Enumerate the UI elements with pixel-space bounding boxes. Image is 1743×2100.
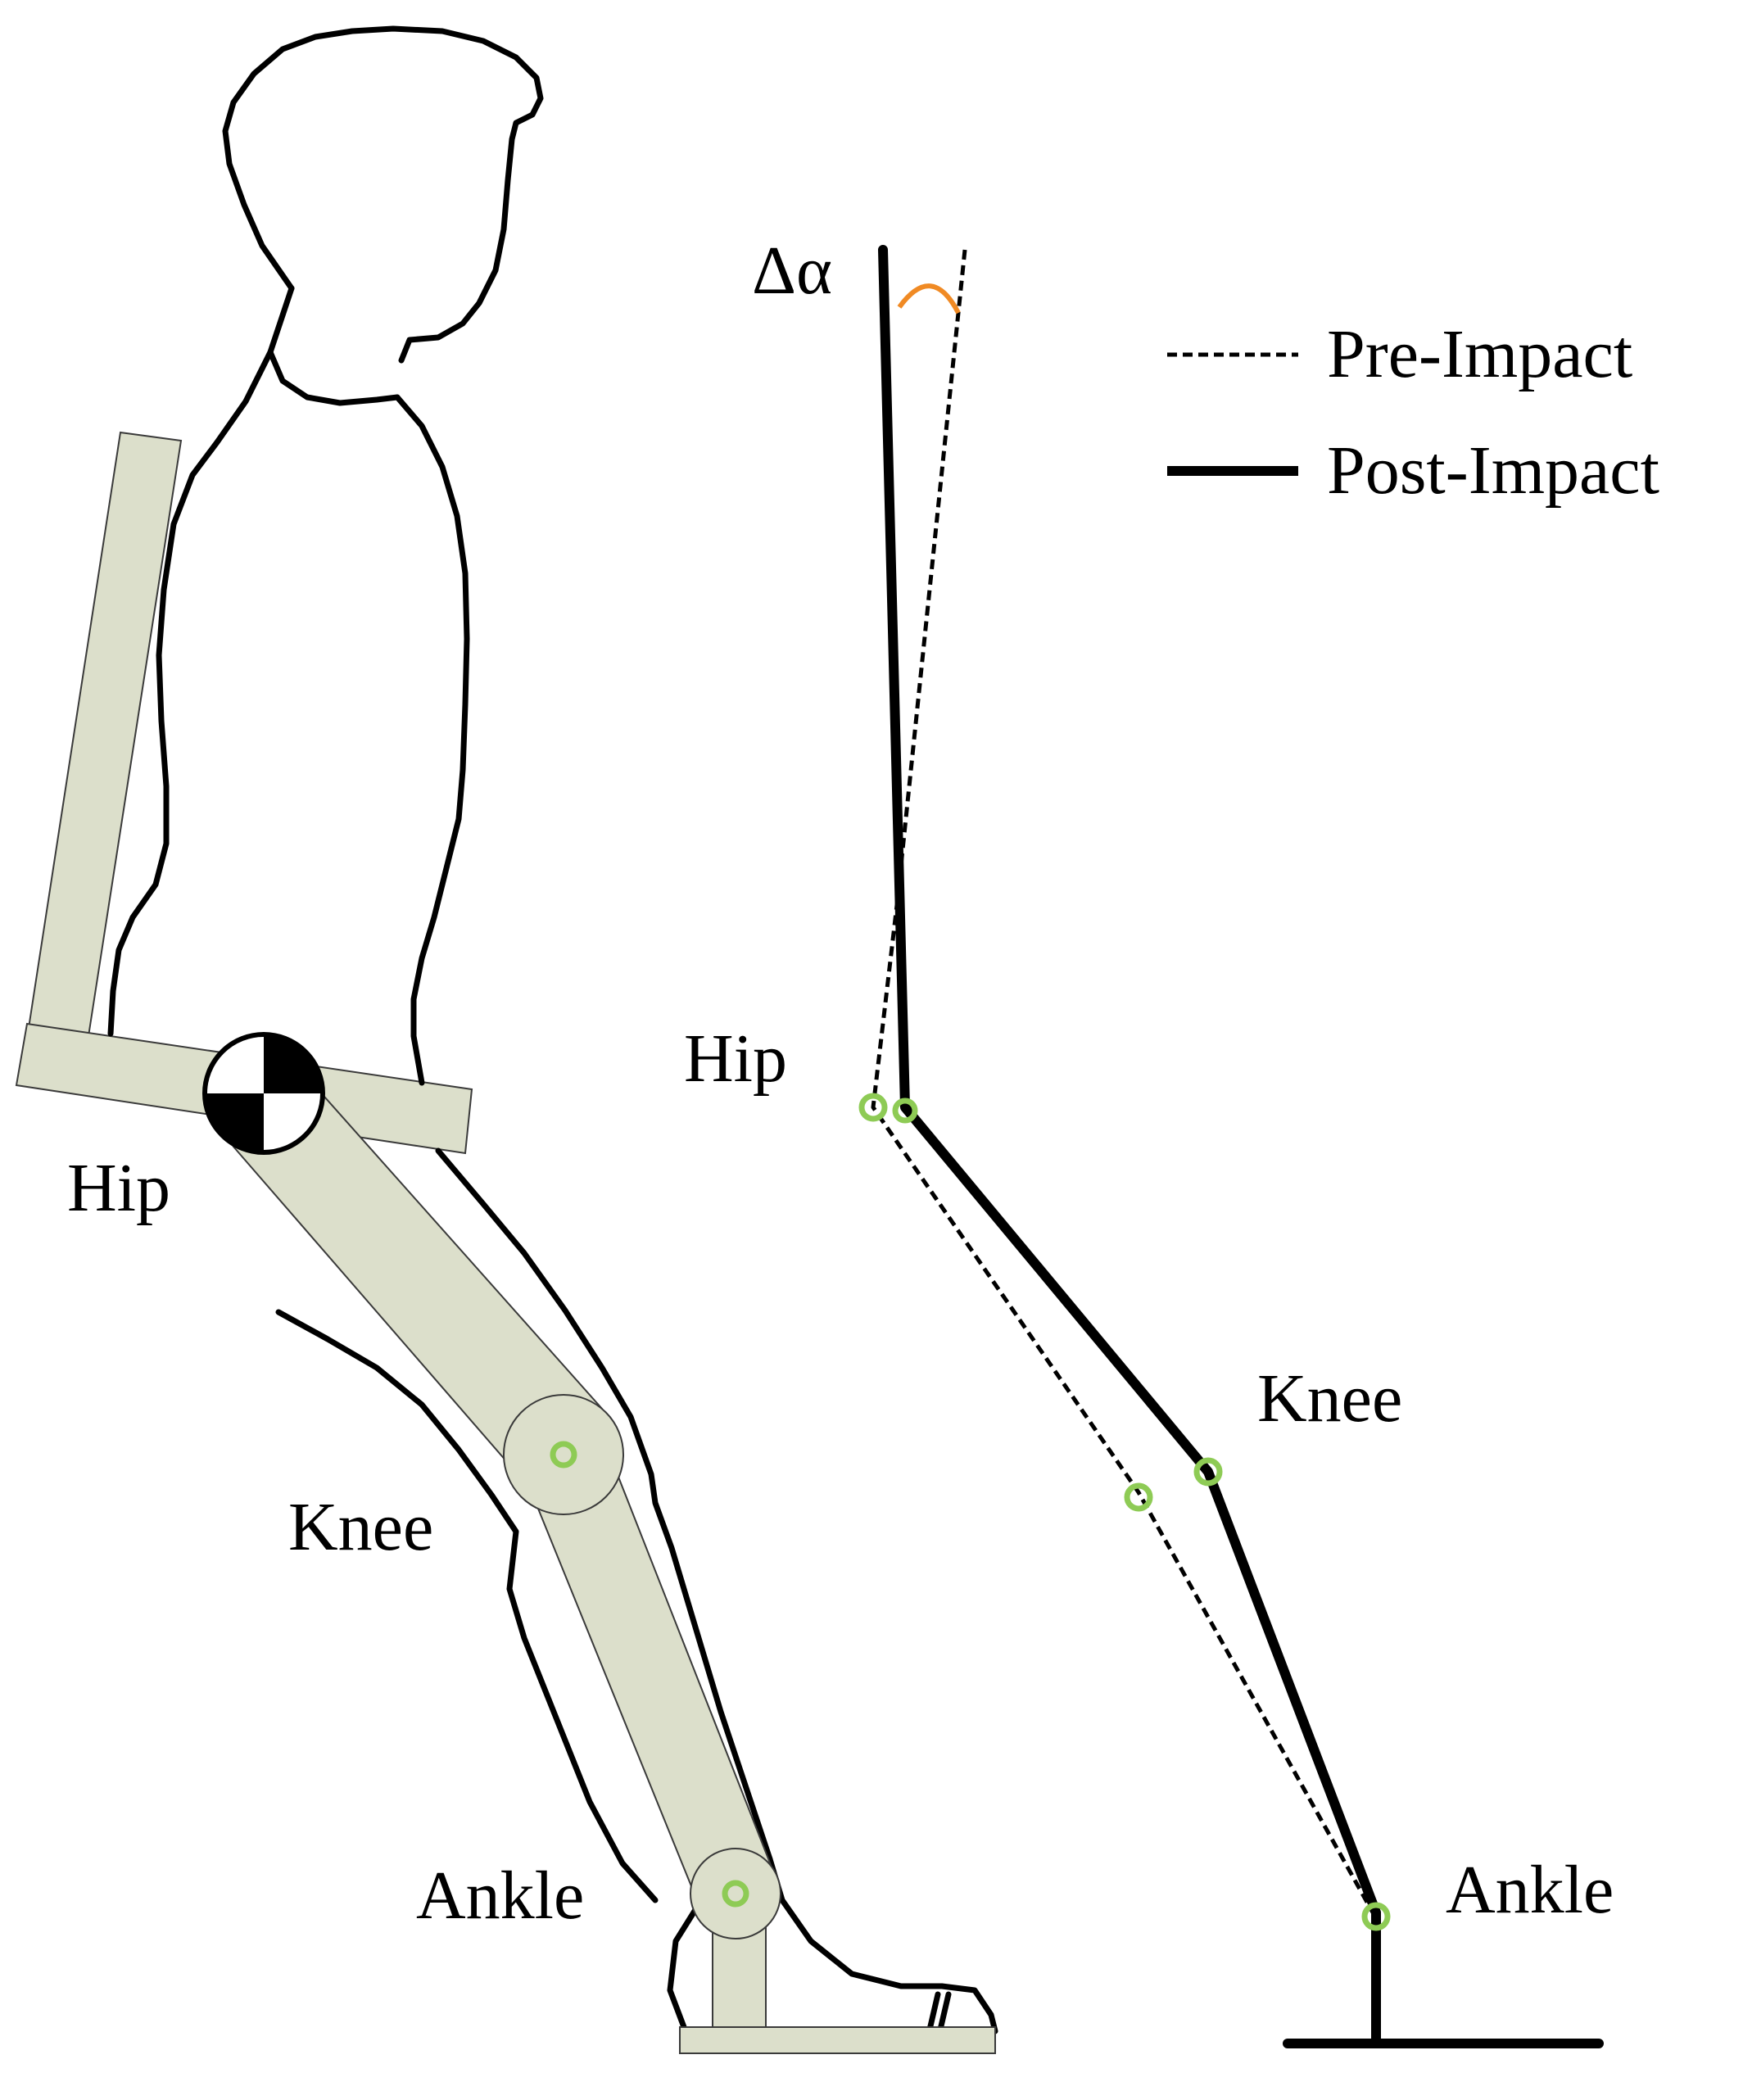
pre-hip-marker bbox=[858, 1093, 888, 1122]
body-outline bbox=[107, 285, 295, 1037]
right-ankle-label: Ankle bbox=[1446, 1852, 1614, 1928]
knee-disc bbox=[503, 1394, 624, 1515]
post-hip-marker bbox=[892, 1098, 918, 1124]
heel-outline bbox=[667, 1905, 699, 2030]
legend: Pre-Impact Post-Impact bbox=[1167, 316, 1659, 509]
left-figure: Hip Knee Ankle bbox=[15, 25, 998, 2054]
pre-knee-marker bbox=[1124, 1482, 1153, 1512]
right-figure: Δα Hip Knee Ankle bbox=[684, 233, 1614, 2048]
post-impact-segments bbox=[878, 245, 1381, 1917]
head-outline bbox=[222, 25, 544, 364]
delta-alpha-arc bbox=[897, 283, 961, 315]
right-hip-label: Hip bbox=[684, 1021, 787, 1097]
foot-plate bbox=[679, 2026, 996, 2054]
toe-strap-1 bbox=[926, 1991, 941, 2033]
ankle-marker bbox=[1361, 1902, 1391, 1931]
left-hip-label: Hip bbox=[67, 1150, 170, 1226]
ankle-disc bbox=[690, 1848, 781, 1939]
legend-pre-impact-label: Pre-Impact bbox=[1327, 316, 1632, 392]
hip-com-marker bbox=[202, 1032, 325, 1155]
front-leg-outline bbox=[435, 1147, 773, 1862]
front-torso-outline bbox=[394, 394, 470, 1086]
left-ankle-label: Ankle bbox=[416, 1858, 584, 1934]
backrest-plate bbox=[27, 431, 183, 1038]
ankle-joint-marker bbox=[722, 1880, 749, 1908]
left-knee-label: Knee bbox=[288, 1489, 433, 1565]
pre-impact-segments bbox=[871, 249, 1375, 1914]
toe-strap-2 bbox=[937, 1991, 952, 2033]
foot-outline bbox=[767, 1856, 998, 2034]
neck-outline bbox=[267, 349, 401, 406]
delta-alpha-label: Δα bbox=[752, 233, 832, 309]
legend-post-impact-label: Post-Impact bbox=[1327, 432, 1659, 509]
rear-leg-outline bbox=[275, 1309, 659, 1903]
right-knee-label: Knee bbox=[1257, 1360, 1402, 1437]
knee-joint-marker bbox=[550, 1441, 577, 1469]
post-knee-marker bbox=[1193, 1457, 1223, 1487]
